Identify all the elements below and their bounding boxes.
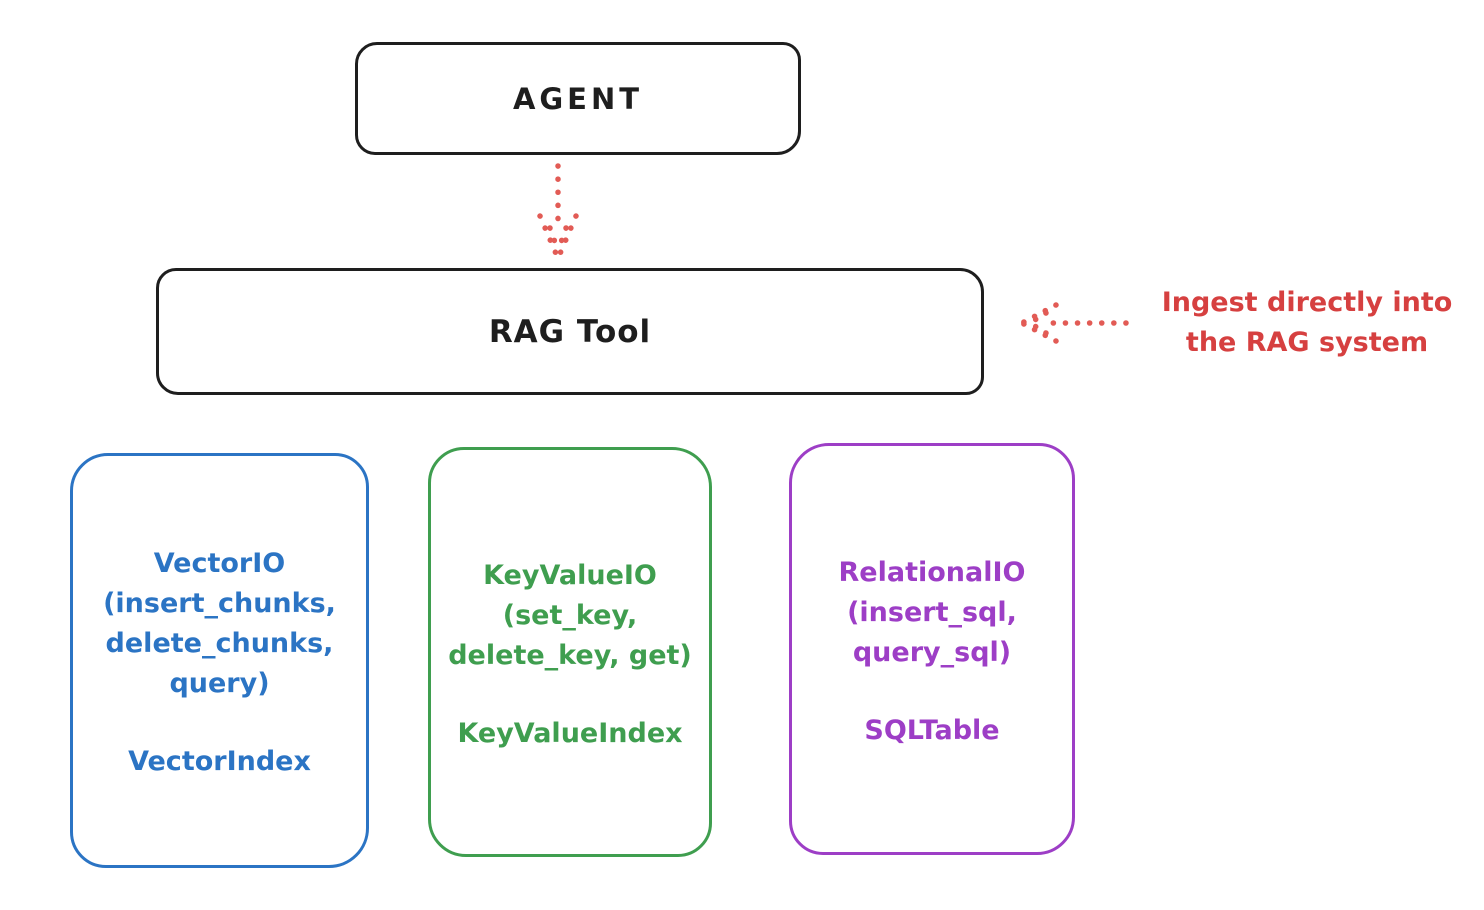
storage-box-vector-io: VectorIO(insert_chunks,delete_chunks,que… [70,453,369,868]
rag-tool-label: RAG Tool [488,313,652,350]
keyvalue-index-label: KeyValueIndex [457,717,683,749]
vector-index-label: VectorIndex [128,746,311,777]
agent-node: AGENT [355,42,801,155]
storage-box-keyvalue-io: KeyValueIO(set_key,delete_key, get) KeyV… [428,447,712,857]
arrow-left-strokes [1019,302,1129,344]
sql-table-label: SQLTable [864,714,1000,746]
rag-tool-node: RAG Tool [156,268,984,395]
arrow-left-dotted-icon [1019,302,1129,344]
vector-io-methods-label: VectorIO(insert_chunks,delete_chunks,que… [103,548,336,699]
storage-box-relational-io: RelationalIO(insert_sql,query_sql) SQLTa… [789,443,1075,855]
relational-io-methods-label: RelationalIO(insert_sql,query_sql) [838,556,1026,668]
arrow-down-strokes [537,163,579,259]
agent-label: AGENT [512,81,644,116]
keyvalue-io-methods-label: KeyValueIO(set_key,delete_key, get) [448,559,692,671]
arrow-down-dotted-icon [537,163,579,259]
